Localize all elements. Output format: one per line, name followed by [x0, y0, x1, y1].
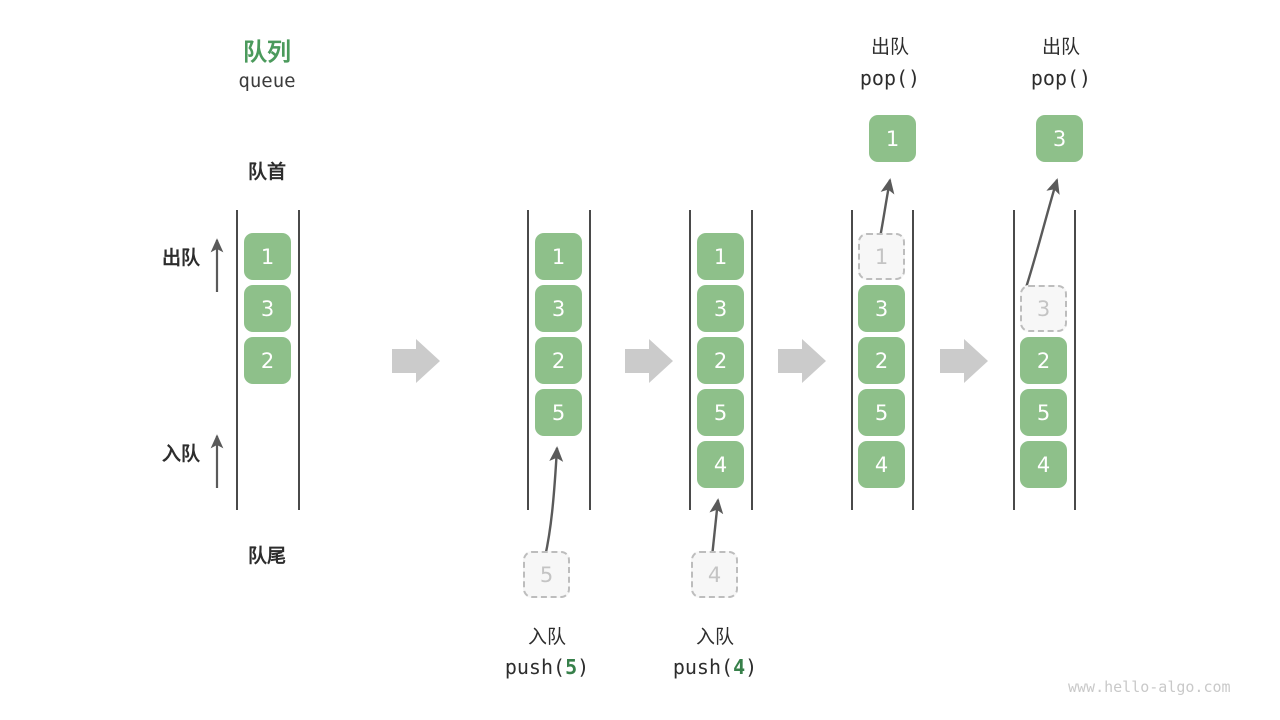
push-code-suffix: ): [577, 655, 590, 679]
push-code-suffix: ): [745, 655, 758, 679]
push-arrow-col2: [543, 446, 564, 558]
queue-item: 2: [244, 337, 291, 384]
rail-right-col1: [298, 210, 300, 510]
push-op-code-col2: push(5): [477, 655, 617, 679]
push-code-value: 5: [565, 655, 578, 679]
incoming-ghost-box: 5: [523, 551, 570, 598]
queue-title-cn: 队列: [243, 38, 291, 66]
push-code-prefix: push(: [672, 655, 734, 679]
queue-item: 3: [697, 285, 744, 332]
queue-item: 2: [858, 337, 905, 384]
enqueue-side-label: 入队: [161, 443, 200, 465]
push-op-cn-col2: 入队: [527, 626, 566, 648]
dequeue-side-label: 出队: [161, 247, 200, 269]
queue-item: 5: [1020, 389, 1067, 436]
rail-right-col3: [751, 210, 753, 510]
popped-box-col4: 1: [869, 115, 916, 162]
queue-item-new: 5: [535, 389, 582, 436]
pop-op-cn-col5: 出队: [1041, 36, 1080, 58]
pop-op-cn-col4: 出队: [870, 36, 909, 58]
rail-right-col2: [589, 210, 591, 510]
queue-item: 1: [535, 233, 582, 280]
queue-item-new: 4: [697, 441, 744, 488]
queue-item: 5: [697, 389, 744, 436]
rail-right-col5: [1074, 210, 1076, 510]
rail-right-col4: [912, 210, 914, 510]
queue-item: 1: [244, 233, 291, 280]
popped-box-col5: 3: [1036, 115, 1083, 162]
queue-item: 3: [858, 285, 905, 332]
pop-arrow-col5: [1020, 178, 1060, 301]
queue-item: 1: [697, 233, 744, 280]
rail-left-col1: [236, 210, 238, 510]
queue-item: 5: [858, 389, 905, 436]
push-code-value: 4: [733, 655, 746, 679]
incoming-ghost-box: 4: [691, 551, 738, 598]
rear-label: 队尾: [247, 545, 286, 567]
front-label: 队首: [247, 161, 286, 183]
rail-left-col5: [1013, 210, 1015, 510]
watermark: www.hello-algo.com: [1068, 678, 1231, 696]
removed-ghost-box: 3: [1020, 285, 1067, 332]
push-op-code-col3: push(4): [645, 655, 785, 679]
pop-op-code-col4: pop(): [859, 66, 921, 90]
transition-arrow-3: [778, 339, 826, 383]
transition-arrow-4: [940, 339, 988, 383]
removed-ghost-box: 1: [858, 233, 905, 280]
push-arrow-col3: [709, 498, 724, 558]
queue-item: 2: [1020, 337, 1067, 384]
pop-op-code-col5: pop(): [1030, 66, 1092, 90]
queue-item: 3: [535, 285, 582, 332]
rail-left-col3: [689, 210, 691, 510]
queue-item: 3: [244, 285, 291, 332]
transition-arrow-1: [392, 339, 440, 383]
queue-item: 2: [535, 337, 582, 384]
rail-left-col4: [851, 210, 853, 510]
queue-item: 4: [858, 441, 905, 488]
push-op-cn-col3: 入队: [695, 626, 734, 648]
rail-left-col2: [527, 210, 529, 510]
transition-arrow-2: [625, 339, 673, 383]
queue-item: 4: [1020, 441, 1067, 488]
queue-item: 2: [697, 337, 744, 384]
push-code-prefix: push(: [504, 655, 566, 679]
queue-title-en: queue: [238, 70, 296, 92]
